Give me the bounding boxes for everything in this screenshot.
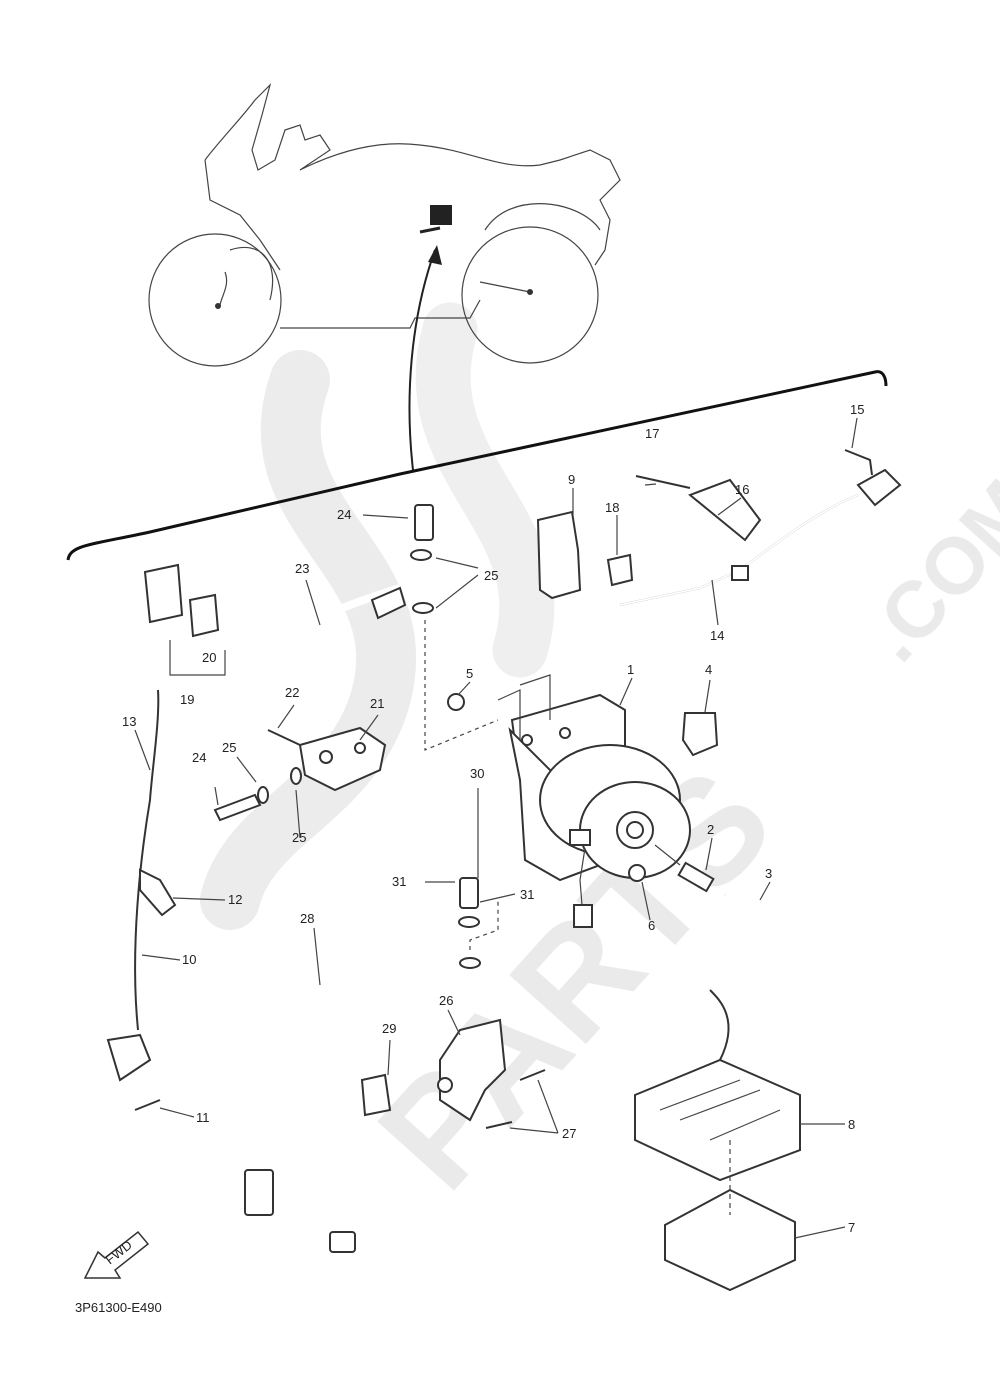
callout-24b: 24 xyxy=(192,750,206,765)
union-bolt-b xyxy=(213,793,262,822)
callout-22: 22 xyxy=(285,685,299,700)
washer-part-c xyxy=(257,786,269,804)
forward-arrow-icon: FWD xyxy=(83,1230,150,1279)
diagram-code: 3P61300-E490 xyxy=(75,1300,162,1315)
section-divider xyxy=(66,370,888,561)
pipe-fitting xyxy=(244,1169,274,1216)
leader-lines xyxy=(134,417,858,1239)
nut-part xyxy=(447,693,465,711)
callout-12: 12 xyxy=(228,892,242,907)
callout-2: 2 xyxy=(707,822,714,837)
callout-6: 6 xyxy=(648,918,655,933)
bracket-part xyxy=(681,712,719,757)
callout-25a: 25 xyxy=(484,568,498,583)
callout-3: 3 xyxy=(765,866,772,881)
bolt-part-30 xyxy=(459,877,479,909)
callout-14: 14 xyxy=(710,628,724,643)
callout-4: 4 xyxy=(705,662,712,677)
callout-31a: 31 xyxy=(392,874,406,889)
washer-part-f xyxy=(459,957,481,969)
callout-28: 28 xyxy=(300,911,314,926)
pipe-end-fitting xyxy=(329,1231,356,1253)
callout-31b: 31 xyxy=(520,887,534,902)
washer-part-e xyxy=(458,916,480,928)
callouts: 1 2 3 4 5 6 7 8 9 10 11 12 13 14 15 16 1… xyxy=(122,402,864,1235)
guide-line xyxy=(424,620,499,751)
union-bolt xyxy=(414,504,434,541)
callout-11: 11 xyxy=(196,1110,210,1125)
clamp-part xyxy=(360,1073,392,1117)
callout-27: 27 xyxy=(562,1126,576,1141)
guide-line-b xyxy=(469,900,499,950)
pipe-bracket xyxy=(437,1018,546,1129)
callout-26: 26 xyxy=(439,993,453,1008)
washer-part-b xyxy=(412,602,434,614)
callout-25c: 25 xyxy=(292,830,306,845)
clip-part xyxy=(606,553,634,587)
nut-part-6 xyxy=(628,864,646,882)
callout-8: 8 xyxy=(848,1117,855,1132)
callout-18: 18 xyxy=(605,500,619,515)
callout-29: 29 xyxy=(382,1021,396,1036)
callout-9: 9 xyxy=(568,472,575,487)
washer-part xyxy=(410,549,432,561)
callout-20: 20 xyxy=(202,650,216,665)
bolt-part-22 xyxy=(267,729,301,746)
callout-21: 21 xyxy=(370,696,384,711)
callout-15: 15 xyxy=(850,402,864,417)
callout-7: 7 xyxy=(848,1220,855,1235)
callout-10: 10 xyxy=(182,952,196,967)
hose-fitting xyxy=(370,586,407,620)
hydraulic-unit xyxy=(497,674,691,928)
front-sensor xyxy=(619,449,902,606)
sensor-lead xyxy=(654,844,922,1131)
valve-block xyxy=(298,726,387,792)
wheel-sensor-lead xyxy=(106,689,177,1111)
callout-24a: 24 xyxy=(337,507,351,522)
callout-25b: 25 xyxy=(222,740,236,755)
callout-1: 1 xyxy=(627,662,634,677)
callout-17: 17 xyxy=(645,426,659,441)
callout-5: 5 xyxy=(466,666,473,681)
control-unit xyxy=(634,989,801,1292)
callout-16: 16 xyxy=(735,482,749,497)
callout-13: 13 xyxy=(122,714,136,729)
connector-assembly xyxy=(143,563,226,676)
callout-23: 23 xyxy=(295,561,309,576)
callout-30: 30 xyxy=(470,766,484,781)
washer-part-d xyxy=(290,767,302,785)
motorcycle-locator xyxy=(148,82,621,471)
relay-part xyxy=(536,510,582,600)
callout-19: 19 xyxy=(180,692,194,707)
